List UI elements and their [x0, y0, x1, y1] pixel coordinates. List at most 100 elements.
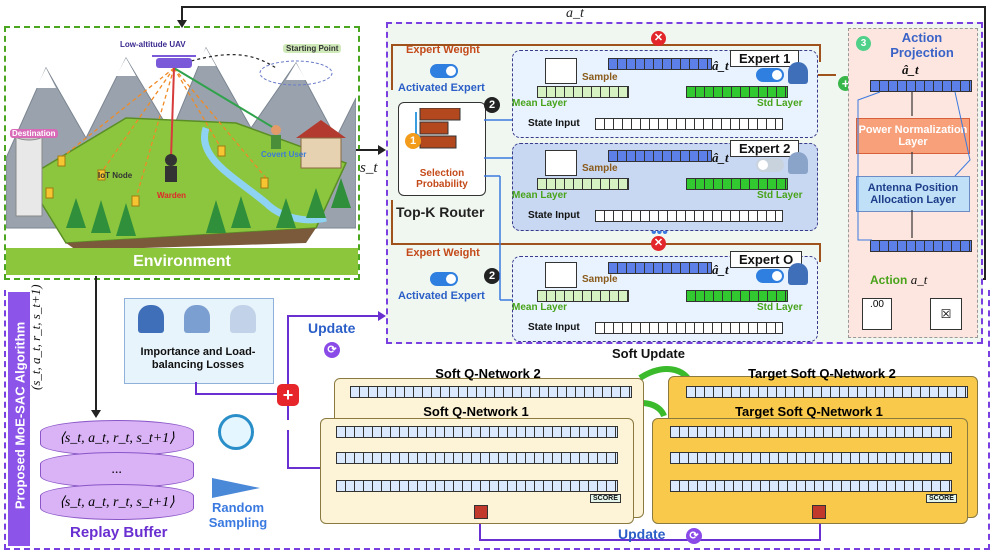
expert-o-sample: Sample: [582, 274, 618, 285]
cell: [887, 453, 896, 463]
cell: [833, 453, 842, 463]
cell: [759, 179, 768, 189]
cell: [540, 387, 549, 397]
cell: [695, 323, 704, 333]
cell: [740, 211, 749, 221]
activated-expert-top: Activated Expert: [398, 82, 485, 94]
cell: [770, 427, 779, 437]
cell: [400, 453, 409, 463]
cell: [851, 427, 860, 437]
cell: [767, 323, 776, 333]
cell: [589, 427, 598, 437]
replay-row-3: ⟨s_t, a_t, r_t, s_t+1⟩: [40, 484, 194, 520]
cell: [681, 263, 690, 273]
refresh-icon-top: ⟳: [324, 342, 340, 358]
cell: [571, 427, 580, 437]
cell: [750, 87, 759, 97]
cell: [522, 387, 531, 397]
cell: [409, 453, 418, 463]
cell: [571, 481, 580, 491]
cell: [612, 387, 621, 397]
cell: [605, 119, 614, 129]
cell: [445, 453, 454, 463]
cell: [695, 211, 704, 221]
q1-row-2: [336, 452, 618, 464]
cell: [601, 87, 610, 97]
sampling-arrow-icon: [212, 478, 260, 498]
cell: [860, 481, 869, 491]
activated-expert-bottom: Activated Expert: [398, 290, 485, 302]
cell: [445, 427, 454, 437]
cell: [914, 453, 923, 463]
router-toggle-bottom[interactable]: [430, 272, 458, 286]
cell: [948, 387, 957, 397]
cell: [889, 81, 898, 91]
expert-2-ahat: â_t: [712, 150, 729, 165]
cell: [705, 179, 714, 189]
cell: [905, 481, 914, 491]
cell: [716, 481, 725, 491]
expert-o-toggle[interactable]: [756, 269, 784, 283]
cell: [544, 481, 553, 491]
cell: [914, 481, 923, 491]
cell: [645, 151, 654, 161]
cell: [903, 387, 912, 397]
cell: [898, 81, 907, 91]
antenna-allocation-layer: Antenna Position Allocation Layer: [856, 176, 970, 212]
cell: [880, 241, 889, 251]
cell: [623, 211, 632, 221]
cell: [952, 241, 961, 251]
cell: [687, 87, 696, 97]
cell: [716, 427, 725, 437]
expert-2-dist-icon: [545, 150, 577, 176]
cell: [547, 179, 556, 189]
cell: [907, 81, 916, 91]
cell: [840, 387, 849, 397]
expert-2-state-row: [595, 210, 783, 222]
cell: [767, 211, 776, 221]
cell: [761, 427, 770, 437]
router-toggle-top[interactable]: [430, 64, 458, 78]
cell: [671, 453, 680, 463]
power-normalization-text: Power Normalization Layer: [858, 124, 968, 148]
cell: [553, 427, 562, 437]
expert-1-mean-label: Mean Layer: [512, 98, 568, 109]
cell: [939, 387, 948, 397]
cell: [824, 481, 833, 491]
cell: [732, 179, 741, 189]
cell: [614, 119, 623, 129]
expert-1-title: Expert 1: [730, 50, 800, 67]
cell: [427, 453, 436, 463]
cell: [696, 291, 705, 301]
cell: [538, 179, 547, 189]
cell: [632, 211, 641, 221]
cell: [645, 59, 654, 69]
cell: [592, 291, 601, 301]
cell: [842, 427, 851, 437]
replay-buffer-title: Replay Buffer: [70, 524, 168, 541]
cell: [705, 291, 714, 301]
cell: [508, 481, 517, 491]
expert-1-std-row: [686, 86, 788, 98]
cell: [580, 427, 589, 437]
expert-1-dist-icon: [545, 58, 577, 84]
cell: [609, 151, 618, 161]
cell: [770, 481, 779, 491]
cell: [346, 453, 355, 463]
cell: [405, 387, 414, 397]
cell: [930, 387, 939, 397]
cell: [468, 387, 477, 397]
destination-label: Destination: [10, 129, 58, 138]
cell: [592, 87, 601, 97]
expert-2-toggle[interactable]: [756, 158, 784, 172]
cell: [833, 481, 842, 491]
cell: [750, 291, 759, 301]
cell: [654, 151, 663, 161]
cell: [565, 87, 574, 97]
projection-title: Action Projection: [872, 30, 972, 60]
projection-badge: 3: [856, 36, 871, 51]
cell: [659, 211, 668, 221]
expert-1-toggle[interactable]: [756, 68, 784, 82]
cell: [943, 81, 952, 91]
cell: [477, 387, 486, 397]
